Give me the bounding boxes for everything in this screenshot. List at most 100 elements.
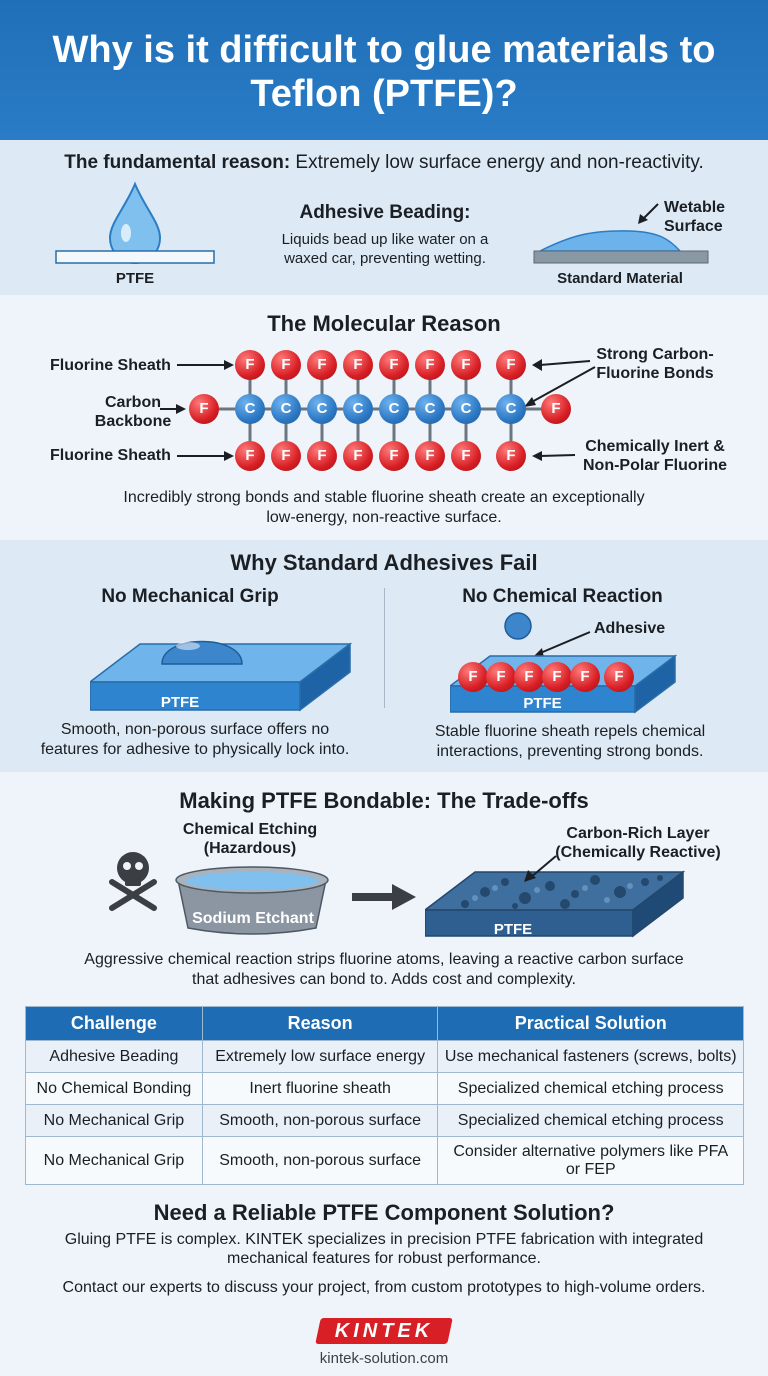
- cta-block: Need a Reliable PTFE Component Solution?…: [0, 1200, 768, 1298]
- divider: [384, 588, 385, 708]
- fluorine-atom: F: [451, 350, 481, 380]
- no-chemical-title: No Chemical Reaction: [462, 586, 663, 607]
- no-grip-caption: Smooth, non-porous surface offers no fea…: [20, 720, 370, 760]
- fluorine-atom: F: [307, 441, 337, 471]
- fluorine-atom: F: [379, 441, 409, 471]
- inert-2: Non-Polar Fluorine: [583, 457, 727, 474]
- no-chemical-caption: Stable fluorine sheath repels chemical i…: [400, 722, 740, 762]
- page-title: Why is it difficult to glue materials to…: [52, 29, 716, 115]
- header-challenge: Challenge: [25, 1006, 203, 1041]
- cta-text-2: mechanical features for robust performan…: [227, 1250, 541, 1267]
- molecular-caption: Incredibly strong bonds and stable fluor…: [0, 488, 768, 528]
- ptfe-block-droplet-illustration: [90, 640, 353, 712]
- table-row: Adhesive Beading Extremely low surface e…: [25, 1040, 744, 1073]
- right-ptfe-label: PTFE: [523, 695, 562, 712]
- etched-ptfe-block: [425, 870, 686, 938]
- table-cell: Use mechanical fasteners (screws, bolts): [437, 1040, 744, 1073]
- no-grip-caption-2: features for adhesive to physically lock…: [40, 741, 350, 758]
- logo-text: KINTEK: [334, 1320, 434, 1342]
- website-link[interactable]: kintek-solution.com: [319, 1350, 449, 1367]
- carbon-atom: C: [343, 394, 373, 424]
- inert-fluorine-label: Chemically Inert & Non-Polar Fluorine: [575, 437, 735, 475]
- beading-text-2: waxed car, preventing wetting.: [284, 250, 486, 267]
- fluorine-sheath-top-label: Fluorine Sheath: [50, 357, 171, 374]
- beading-title: Adhesive Beading:: [299, 202, 471, 223]
- trade-offs-caption-1: Aggressive chemical reaction strips fluo…: [84, 951, 684, 968]
- standard-material-label: Standard Material: [557, 270, 683, 287]
- strong-bonds-label: Strong Carbon- Fluorine Bonds: [585, 345, 725, 383]
- fluorine-atom: F: [189, 394, 219, 424]
- arrow-icon: [638, 203, 659, 224]
- table-row: No Mechanical Grip Smooth, non-porous su…: [25, 1136, 744, 1185]
- skull-crossbones-icon: [109, 852, 157, 911]
- ptfe-slab: [55, 250, 215, 264]
- adhesive-ball: [504, 612, 532, 640]
- molecular-title: The Molecular Reason: [267, 311, 501, 336]
- carbon-rich-layer-label: Carbon-Rich Layer (Chemically Reactive): [548, 824, 728, 862]
- table-row: No Chemical Bonding Inert fluorine sheat…: [25, 1072, 744, 1105]
- fluorine-atom: F: [451, 441, 481, 471]
- no-chemical-caption-2: interactions, preventing strong bonds.: [436, 743, 704, 760]
- cta-contact: Contact our experts to discuss your proj…: [62, 1279, 706, 1296]
- arrow-icon: [524, 855, 557, 882]
- table-header-row: Challenge Reason Practical Solution: [25, 1006, 744, 1041]
- table-cell: Inert fluorine sheath: [201, 1072, 439, 1105]
- molecular-caption-1: Incredibly strong bonds and stable fluor…: [123, 489, 645, 506]
- fluorine-atom: F: [271, 350, 301, 380]
- fluorine-atom: F: [415, 350, 445, 380]
- fluorine-atom: F: [604, 662, 634, 692]
- standard-material-slab: [533, 250, 709, 264]
- adhesives-fail-title: Why Standard Adhesives Fail: [230, 550, 538, 575]
- left-ptfe-label: PTFE: [160, 694, 200, 711]
- fluorine-atom: F: [343, 350, 373, 380]
- fluorine-atom: F: [271, 441, 301, 471]
- table-row: No Mechanical Grip Smooth, non-porous su…: [25, 1104, 744, 1137]
- fluorine-atom: F: [415, 441, 445, 471]
- wetable-surface-label: Wetable Surface: [664, 198, 754, 236]
- layer-1: Carbon-Rich Layer: [566, 825, 710, 842]
- droplet-highlight: [121, 224, 131, 242]
- header-reason: Reason: [201, 1006, 439, 1041]
- layer-2: (Chemically Reactive): [555, 844, 721, 861]
- table-cell: No Chemical Bonding: [25, 1072, 203, 1105]
- wetable-2: Surface: [664, 218, 723, 235]
- fundamental-reason: The fundamental reason: Extremely low su…: [0, 152, 768, 174]
- reason-bold: The fundamental reason:: [64, 152, 291, 173]
- fluorine-atom: F: [486, 662, 516, 692]
- fluorine-atom: F: [496, 350, 526, 380]
- no-grip-caption-1: Smooth, non-porous surface offers no: [60, 721, 330, 738]
- table-cell: Specialized chemical etching process: [437, 1072, 744, 1105]
- process-arrow-icon: [352, 884, 416, 910]
- table-cell: Smooth, non-porous surface: [201, 1104, 439, 1137]
- carbon-backbone-label: Carbon Backbone: [88, 393, 178, 431]
- fluorine-atom: F: [379, 350, 409, 380]
- section-trade-offs: Making PTFE Bondable: The Trade-offs Che…: [0, 772, 768, 990]
- header-banner: Why is it difficult to glue materials to…: [0, 0, 768, 140]
- carbon-atom: C: [451, 394, 481, 424]
- sodium-etchant-label: Sodium Etchant: [192, 910, 314, 927]
- droplet-on-ptfe-illustration: [55, 181, 215, 264]
- carbon-atom: C: [415, 394, 445, 424]
- fluorine-atom: F: [235, 441, 265, 471]
- molecular-caption-2: low-energy, non-reactive surface.: [266, 509, 502, 526]
- fluorine-sheath-bottom-label: Fluorine Sheath: [50, 447, 171, 464]
- beading-text-1: Liquids bead up like water on a: [281, 231, 489, 248]
- carbon-atom: C: [271, 394, 301, 424]
- kintek-logo[interactable]: KINTEK: [315, 1318, 453, 1344]
- etching-1: Chemical Etching: [182, 821, 318, 838]
- sodium-etchant-tub: [175, 866, 329, 935]
- fluorine-atom: F: [458, 662, 488, 692]
- fluorine-atom: F: [514, 662, 544, 692]
- table-cell: No Mechanical Grip: [25, 1104, 203, 1137]
- carbon-atom: C: [379, 394, 409, 424]
- chemical-etching-label: Chemical Etching (Hazardous): [170, 820, 330, 858]
- table-cell: Smooth, non-porous surface: [201, 1136, 439, 1185]
- reason-text: Extremely low surface energy and non-rea…: [290, 152, 704, 173]
- fluorine-atom: F: [496, 441, 526, 471]
- section-adhesives-fail: Why Standard Adhesives Fail No Mechanica…: [0, 540, 768, 772]
- strong-2: Fluorine Bonds: [596, 365, 714, 382]
- fluorine-atom: F: [235, 350, 265, 380]
- header-solution: Practical Solution: [437, 1006, 744, 1041]
- carbon-atom: C: [235, 394, 265, 424]
- table-cell: Extremely low surface energy: [201, 1040, 439, 1073]
